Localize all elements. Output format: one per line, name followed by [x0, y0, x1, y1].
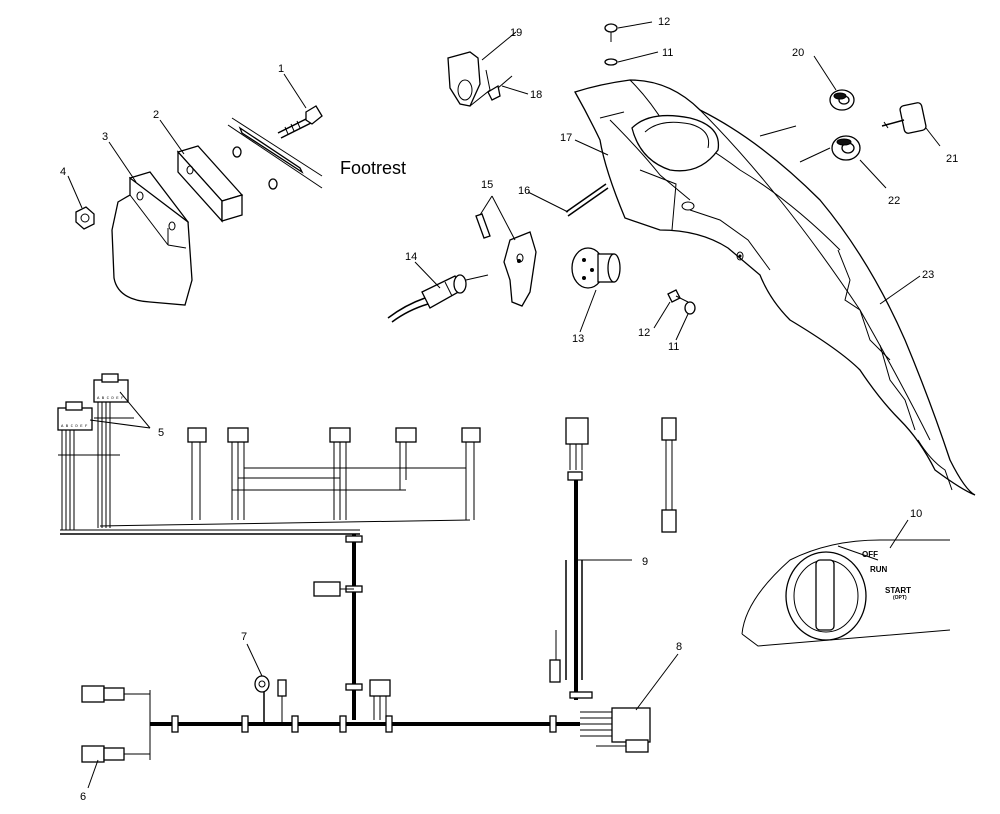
connector-top: A B C D E F	[93, 373, 129, 403]
callout-4: 4	[60, 166, 66, 178]
switch-off-label: OFF	[862, 550, 878, 559]
connector-part-8	[580, 707, 651, 753]
footrest-label: Footrest	[340, 158, 406, 178]
callout-15: 15	[481, 179, 493, 191]
pin-part-15	[475, 213, 491, 239]
footrest-plate	[227, 117, 323, 189]
callout-13: 13	[572, 333, 584, 345]
jumper-harness	[661, 417, 677, 533]
nut-part-4	[75, 206, 95, 230]
callout-12-top: 12	[658, 16, 670, 28]
connector-part-6	[81, 685, 151, 763]
switch-plate-part-10: OFF RUN START (OPT)	[741, 539, 951, 647]
callout-numbers: 1 2 3 4 5 6 7 8 9 10 11 11 12 12 13 14 1…	[60, 16, 958, 803]
callout-11-top: 11	[662, 47, 673, 59]
connector-row	[187, 427, 481, 443]
connector-left: A B C D E F	[57, 401, 93, 431]
callout-11-lower: 11	[668, 341, 679, 353]
callout-20: 20	[792, 47, 804, 59]
callout-5: 5	[158, 427, 164, 439]
ignition-switch-part-13	[571, 247, 621, 289]
callout-16: 16	[518, 185, 530, 197]
ignition-key-part-21	[881, 102, 927, 134]
grommet-part-20	[829, 89, 855, 111]
callout-7: 7	[241, 631, 247, 643]
bolt-part-1	[277, 105, 323, 139]
callout-19: 19	[510, 27, 522, 39]
callout-17: 17	[560, 132, 572, 144]
callout-8: 8	[676, 641, 682, 653]
bracket-part-19	[447, 51, 491, 107]
callout-12-lower: 12	[638, 327, 650, 339]
footrest-assembly: Footrest	[75, 105, 406, 306]
callout-6: 6	[80, 791, 86, 803]
lever-part-15	[503, 231, 537, 307]
screw-part-18	[487, 75, 513, 101]
wiring-harness: A B C D E F A B C D E F	[57, 373, 677, 763]
callout-3: 3	[102, 131, 108, 143]
washer-part-11-top	[604, 58, 618, 66]
callout-1: 1	[278, 63, 284, 75]
plunger-part-14	[387, 274, 489, 323]
harness-part-9	[549, 417, 593, 700]
washer	[268, 178, 278, 190]
grommet-part-22	[831, 135, 861, 161]
switch-run-label: RUN	[870, 565, 888, 574]
mud-flap-part-3	[111, 171, 193, 306]
callout-23: 23	[922, 269, 934, 281]
spacer-part-2	[176, 145, 244, 223]
callout-14: 14	[405, 251, 417, 263]
washer	[232, 146, 242, 158]
washer-part-11-lower	[684, 301, 696, 315]
switch-opt-label: (OPT)	[893, 595, 907, 601]
callout-10: 10	[910, 508, 922, 520]
screw-part-12-lower	[667, 289, 689, 303]
callout-22: 22	[888, 195, 900, 207]
connector-left-pins: A B C D E F	[61, 425, 88, 429]
callout-18: 18	[530, 89, 542, 101]
callout-2: 2	[153, 109, 159, 121]
spring-part-16	[565, 183, 609, 217]
callout-21: 21	[946, 153, 958, 165]
switch-start-label: START	[885, 586, 911, 595]
leader-lines	[67, 21, 941, 789]
ring-terminal-part-7	[254, 675, 287, 724]
console-part-23	[574, 79, 976, 496]
callout-9: 9	[642, 556, 648, 568]
screw-part-12-top	[604, 23, 618, 42]
connector-top-pins: A B C D E F	[97, 397, 124, 401]
